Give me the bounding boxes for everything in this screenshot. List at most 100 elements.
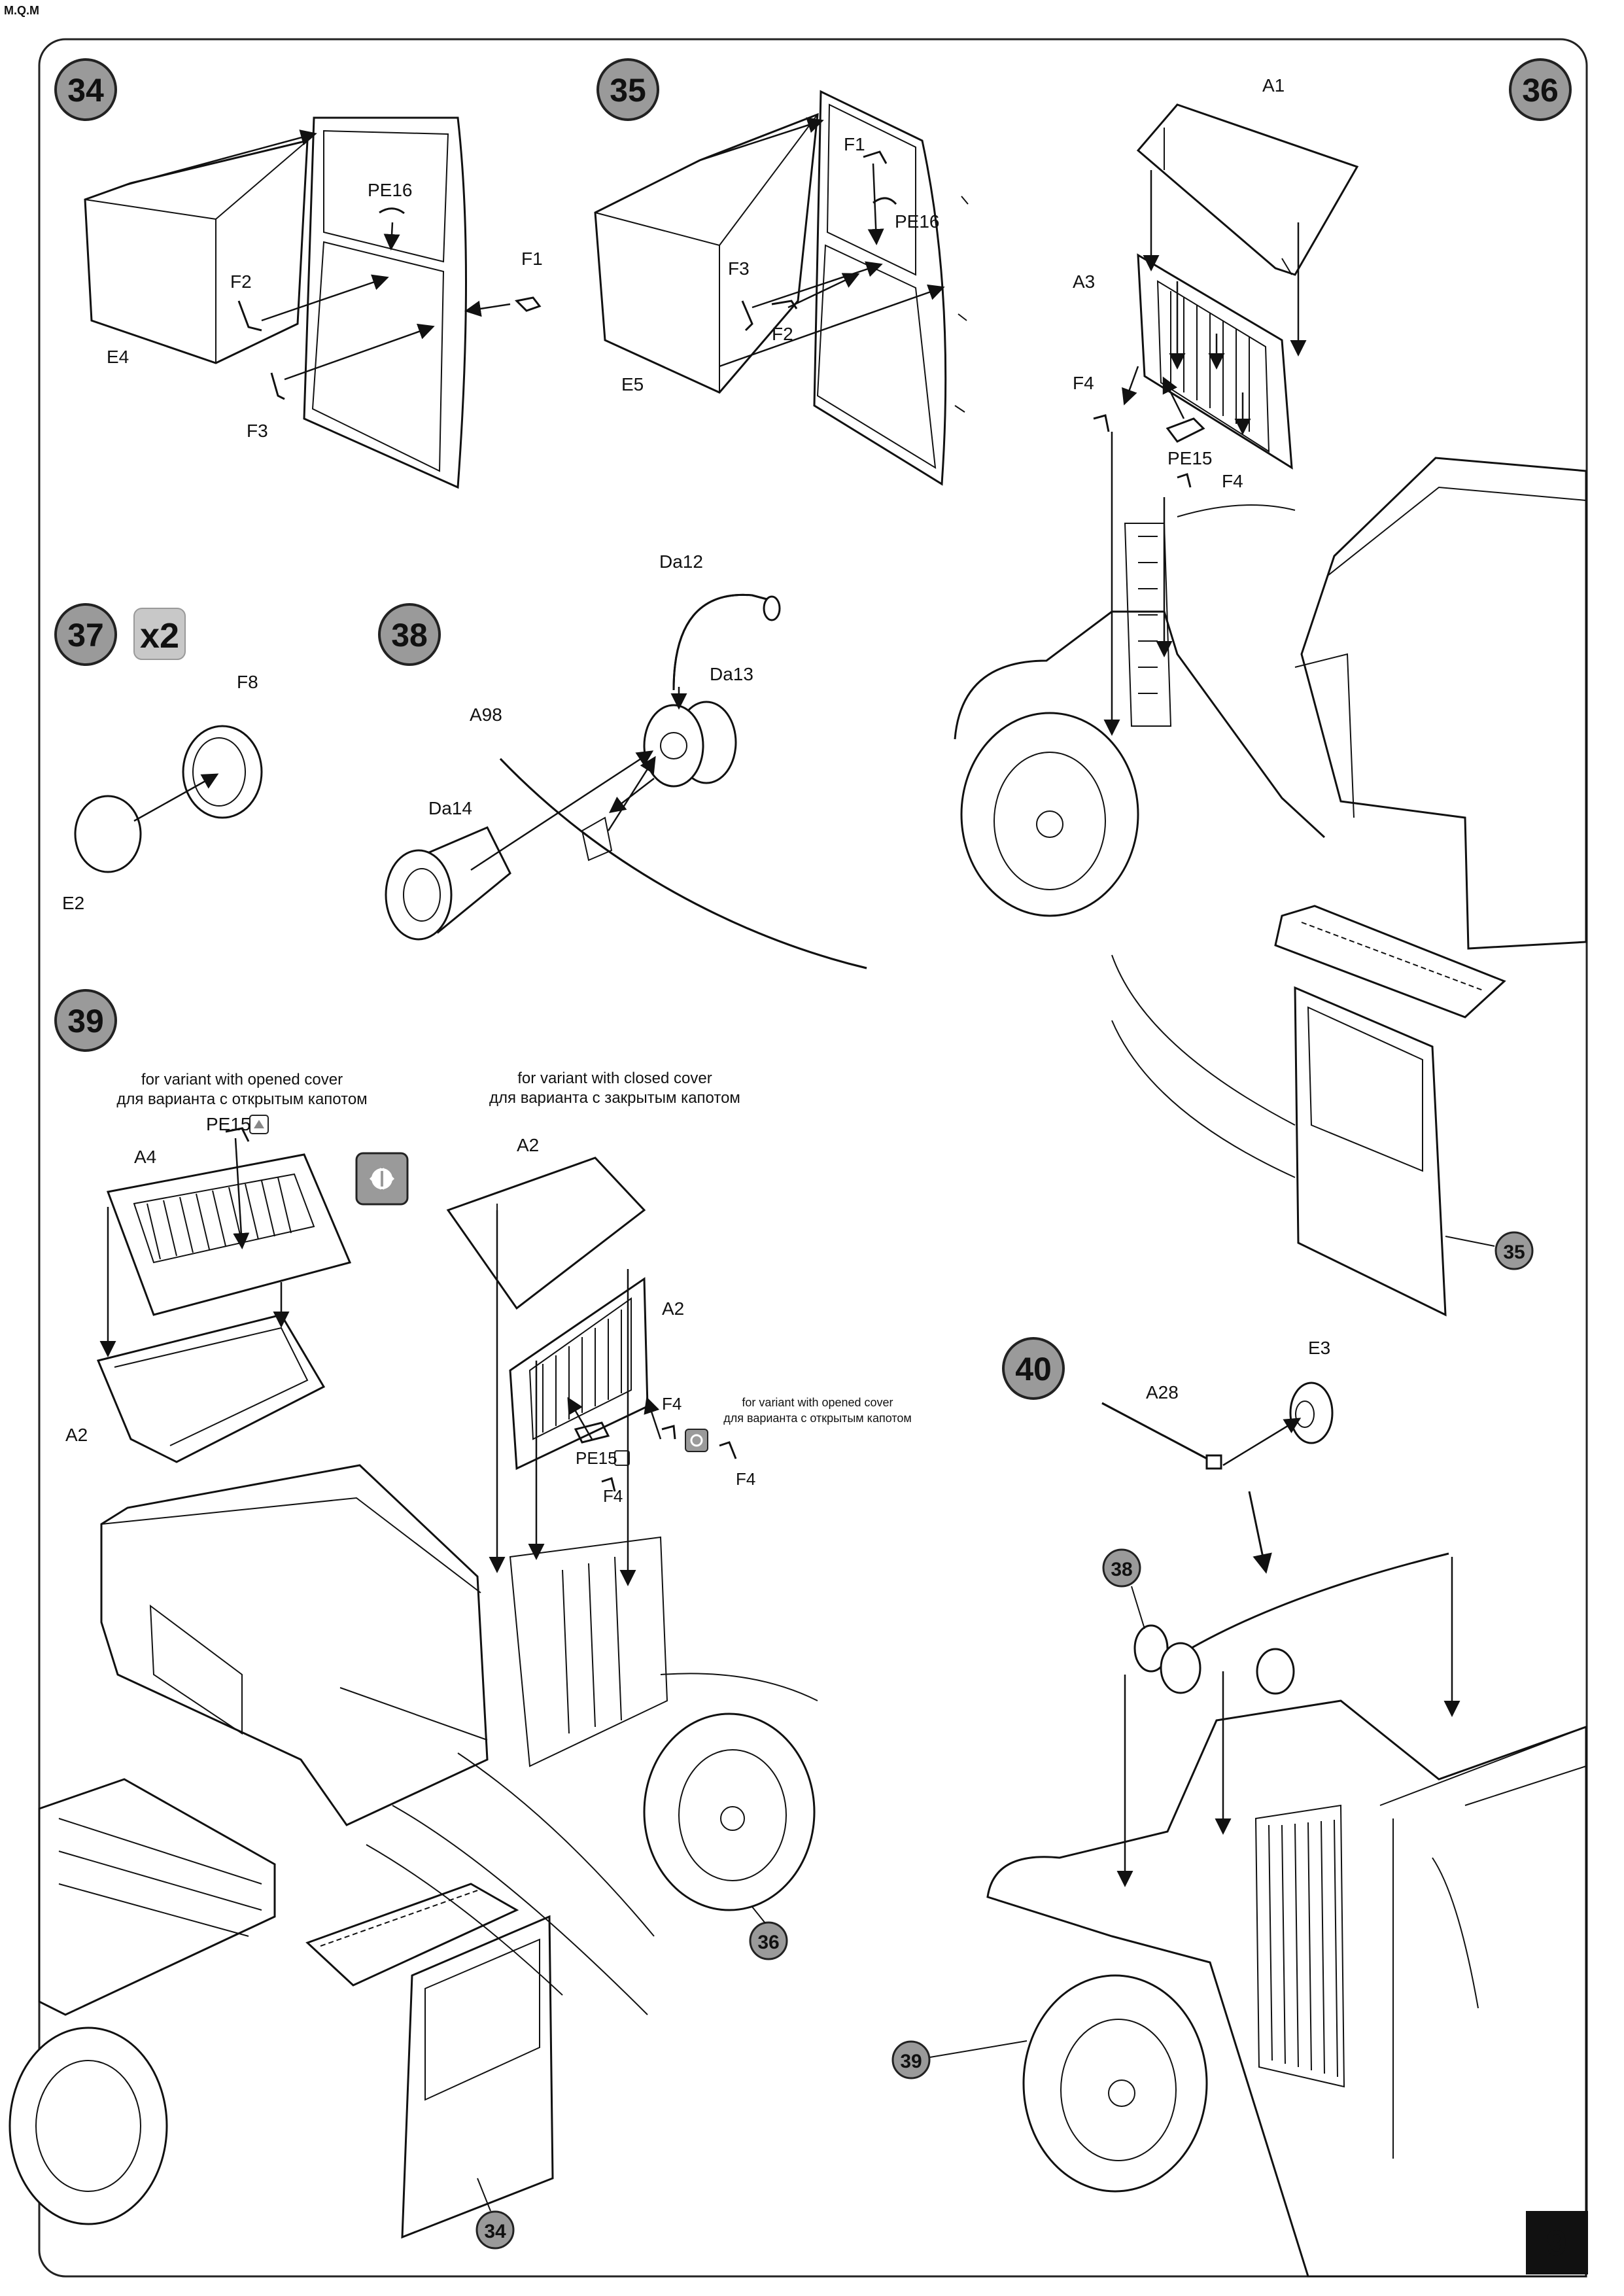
step-number-badge: 39 bbox=[54, 989, 117, 1052]
caption-opened-cover-en: for variant with opened cover bbox=[141, 1071, 343, 1088]
part-f1 bbox=[514, 296, 542, 312]
part-pe16 bbox=[872, 197, 897, 205]
label-pe15: PE15 bbox=[576, 1448, 617, 1468]
label-f3: F3 bbox=[728, 258, 750, 279]
svg-text:39: 39 bbox=[900, 2051, 922, 2072]
label-e3: E3 bbox=[1308, 1338, 1330, 1358]
part-e3 bbox=[1289, 1382, 1334, 1444]
horn-pipe-da12 bbox=[672, 593, 781, 691]
step-35: 35 F1 PE16 F3 F2 E5 bbox=[594, 58, 969, 486]
hood-lower-a2 bbox=[96, 1313, 326, 1463]
rod-a28 bbox=[1101, 1402, 1222, 1470]
svg-text:36: 36 bbox=[1522, 72, 1559, 109]
svg-text:x2: x2 bbox=[140, 616, 179, 655]
label-f4: F4 bbox=[1222, 471, 1243, 491]
reference-badge-39: 39 bbox=[891, 2040, 931, 2079]
headlight-lens-e2 bbox=[74, 795, 142, 873]
part-f4-lower bbox=[1177, 473, 1192, 488]
caption-opened-cover-ru: для варианта с открытым капотом bbox=[116, 1090, 367, 1108]
door-frame-drawing bbox=[813, 90, 969, 486]
part-f4-c bbox=[719, 1441, 737, 1459]
label-pe15: PE15 bbox=[206, 1114, 251, 1134]
svg-text:34: 34 bbox=[484, 2221, 506, 2242]
label-a28: A28 bbox=[1146, 1382, 1179, 1402]
label-pe16: PE16 bbox=[368, 180, 413, 200]
label-pe15: PE15 bbox=[1167, 448, 1213, 468]
svg-text:35: 35 bbox=[610, 72, 646, 109]
truck-cab-drawing bbox=[9, 1464, 818, 2239]
label-e4: E4 bbox=[107, 347, 129, 367]
caption-closed-cover-en: for variant with closed cover bbox=[517, 1070, 712, 1087]
part-f3 bbox=[741, 300, 753, 332]
hood-top-a2 bbox=[446, 1157, 646, 1310]
label-a2: A2 bbox=[517, 1135, 539, 1155]
alternative-variant-icon bbox=[355, 1152, 409, 1206]
label-a2: A2 bbox=[65, 1425, 88, 1445]
label-da12: Da12 bbox=[659, 551, 703, 572]
part-pe15-closed bbox=[574, 1421, 610, 1444]
label-f4: F4 bbox=[603, 1486, 623, 1506]
part-pe15 bbox=[1166, 417, 1205, 443]
label-a98: A98 bbox=[470, 704, 502, 725]
pe15-indicator-icon-small bbox=[614, 1450, 630, 1466]
hood-side-a3 bbox=[1137, 253, 1293, 470]
hood-side-a4 bbox=[106, 1153, 352, 1316]
reference-badge-38: 38 bbox=[1102, 1548, 1141, 1588]
part-f2 bbox=[771, 300, 798, 309]
label-a3: A3 bbox=[1073, 271, 1095, 292]
svg-text:9: 9 bbox=[1546, 2222, 1566, 2263]
horn-bell-da14 bbox=[385, 826, 511, 941]
step-37: 37 x2 F8 E2 bbox=[54, 603, 263, 913]
door-panel-e4 bbox=[84, 139, 309, 364]
label-pe16: PE16 bbox=[895, 211, 940, 232]
step-34: 34 PE16 F1 F2 F3 E4 bbox=[54, 58, 543, 489]
step-number-badge: 34 bbox=[54, 58, 117, 121]
step-38: 38 Da12 Da13 A98 Da14 bbox=[378, 551, 867, 969]
quantity-badge: x2 bbox=[133, 608, 186, 660]
step-number-badge: 38 bbox=[378, 603, 441, 666]
svg-text:37: 37 bbox=[67, 617, 104, 653]
part-f3 bbox=[270, 372, 285, 400]
label-f1: F1 bbox=[521, 249, 543, 269]
label-a2: A2 bbox=[662, 1298, 684, 1319]
step-36: 36 bbox=[954, 58, 1587, 1317]
step-number-badge: 36 bbox=[1509, 58, 1572, 121]
page-frame bbox=[38, 38, 1588, 2278]
label-a4: A4 bbox=[134, 1147, 156, 1167]
label-f4: F4 bbox=[1073, 373, 1094, 393]
caption-opened-cover-small-en: for variant with opened cover bbox=[742, 1396, 893, 1409]
label-f4: F4 bbox=[736, 1469, 755, 1489]
part-f4-upper bbox=[1093, 414, 1110, 432]
hood-panel-a1 bbox=[1136, 103, 1359, 276]
pe15-indicator-icon bbox=[249, 1115, 269, 1134]
label-f2: F2 bbox=[772, 324, 793, 344]
step-40: 40 E3 A28 bbox=[891, 1337, 1587, 2278]
label-f1: F1 bbox=[844, 134, 865, 154]
headlight-rim-f8 bbox=[182, 725, 263, 819]
brand-logo: M.Q.M bbox=[3, 3, 43, 17]
rod-a98 bbox=[499, 757, 867, 969]
label-e5: E5 bbox=[621, 374, 644, 394]
label-da14: Da14 bbox=[428, 798, 472, 818]
svg-text:36: 36 bbox=[757, 1932, 779, 1953]
svg-text:40: 40 bbox=[1015, 1351, 1052, 1387]
caption-opened-cover-small-ru: для варианта с открытым капотом bbox=[723, 1412, 912, 1425]
label-f8: F8 bbox=[237, 672, 258, 692]
step-39: 39 for variant with opened cover для вар… bbox=[9, 989, 912, 2250]
svg-text:35: 35 bbox=[1503, 1242, 1525, 1263]
horn-body-da13 bbox=[643, 701, 737, 788]
caption-closed-cover-ru: для варианта с закрытым капотом bbox=[489, 1089, 740, 1107]
part-pe15 bbox=[225, 1127, 250, 1142]
label-e2: E2 bbox=[62, 893, 84, 913]
door-panel-e5 bbox=[594, 113, 819, 394]
step-number-badge: 37 bbox=[54, 603, 117, 666]
svg-text:38: 38 bbox=[1111, 1559, 1132, 1580]
label-f4: F4 bbox=[662, 1394, 682, 1414]
label-f3: F3 bbox=[247, 421, 268, 441]
label-a1: A1 bbox=[1262, 75, 1285, 96]
svg-text:38: 38 bbox=[391, 617, 428, 653]
door-frame-drawing bbox=[303, 116, 467, 489]
svg-text:34: 34 bbox=[67, 72, 104, 109]
part-f2 bbox=[237, 300, 262, 332]
